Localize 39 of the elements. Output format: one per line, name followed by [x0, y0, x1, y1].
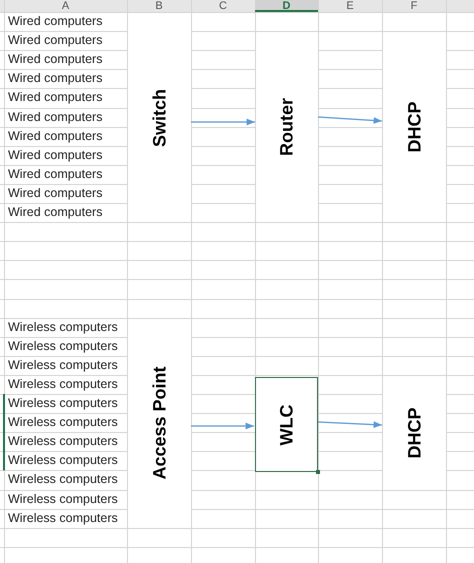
table-cell-text: Wired computers	[8, 32, 102, 50]
table-cell-text: Wired computers	[8, 166, 102, 183]
column-header: E	[345, 0, 355, 12]
table-cell-text: Wireless computers	[8, 490, 118, 508]
column-header: D	[282, 0, 292, 12]
column-header: B	[154, 0, 164, 12]
table-cell-text: Wireless computers	[8, 376, 118, 393]
table-cell-text: Wired computers	[8, 13, 102, 30]
table-cell-text: Wired computers	[8, 51, 102, 68]
arrow	[191, 422, 254, 430]
node-label: DHCP	[404, 407, 425, 458]
table-cell-text: Wireless computers	[8, 414, 118, 432]
table-cell-text: Wireless computers	[8, 433, 118, 450]
arrow	[191, 118, 255, 126]
table-cell-text: Wired computers	[8, 184, 102, 202]
table-cell-text: Wireless computers	[8, 510, 118, 527]
node-label: DHCP	[404, 102, 425, 153]
node-label: WLC	[276, 404, 297, 445]
column-header: C	[218, 0, 228, 12]
process-box	[255, 377, 318, 472]
table-cell-text: Wireless computers	[8, 452, 118, 470]
table-cell-text: Wired computers	[8, 204, 102, 221]
table-cell-text: Wireless computers	[8, 356, 118, 374]
table-cell-text: Wireless computers	[8, 471, 118, 488]
table-cell-text: Wired computers	[8, 108, 102, 126]
node-label: Switch	[149, 88, 170, 147]
table-cell-text: Wired computers	[8, 89, 102, 106]
table-cell-text: Wireless computers	[8, 338, 118, 355]
table-cell-text: Wired computers	[8, 146, 102, 164]
node-label: Router	[276, 98, 298, 156]
table-cell-text: Wired computers	[8, 70, 102, 88]
arrow	[318, 116, 382, 124]
table-cell-text: Wireless computers	[8, 318, 118, 336]
column-header: F	[410, 0, 418, 12]
table-cell-text: Wireless computers	[8, 395, 118, 412]
node-label: Access Point	[149, 366, 170, 480]
table-cell-text: Wired computers	[8, 128, 102, 145]
column-header: A	[60, 0, 70, 12]
arrow	[318, 421, 382, 428]
